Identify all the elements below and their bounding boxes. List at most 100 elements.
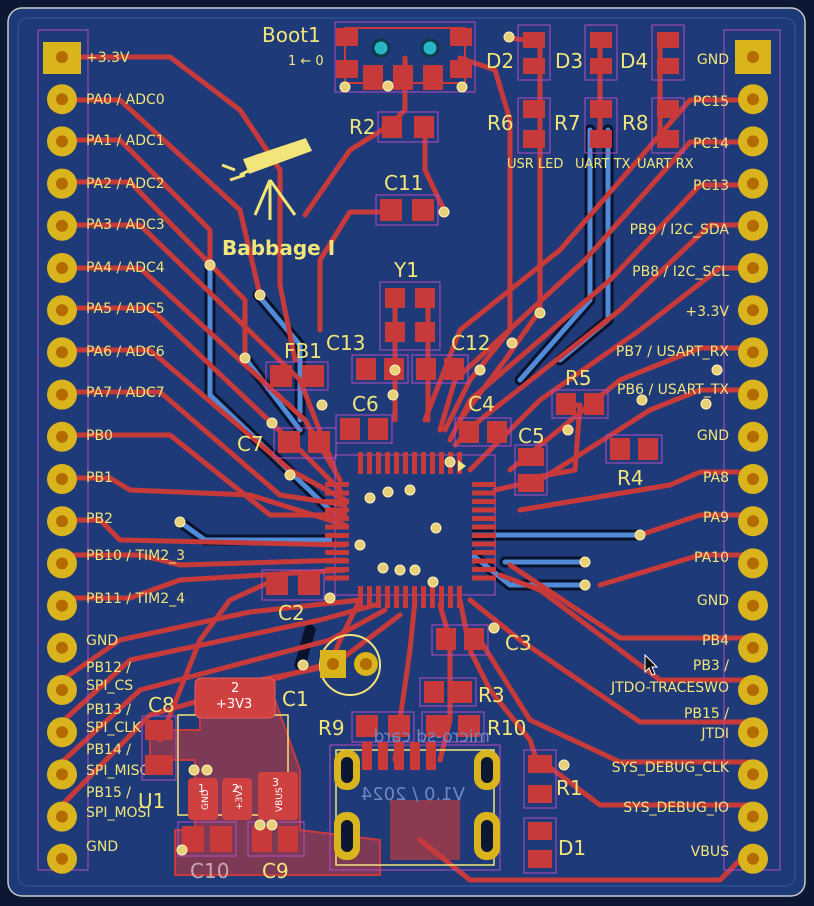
u1-tab-num: 2	[231, 681, 239, 696]
mcu-pin	[412, 452, 417, 474]
left-header-label: PA0 / ADC0	[86, 92, 165, 108]
uart-tx-label: UART TX	[575, 157, 631, 172]
c10-ref: C10	[190, 859, 229, 883]
header-pin-hole	[747, 852, 759, 865]
u1-pin1-num: 1	[198, 782, 205, 795]
left-header-label: PA6 / ADC6	[86, 344, 165, 360]
left-header-label: PA4 / ADC4	[86, 260, 165, 276]
header-pin-hole	[56, 177, 68, 190]
via	[364, 492, 376, 504]
header-pin-hole	[747, 473, 759, 485]
header-pin-hole	[747, 726, 759, 739]
c8-ref: C8	[148, 693, 175, 717]
mcu-pin	[325, 541, 349, 547]
right-header-label: JTDI	[700, 726, 729, 742]
via	[254, 819, 266, 831]
left-header-label: GND	[86, 633, 118, 649]
u1-pin3-num: 3	[272, 776, 279, 789]
via	[201, 764, 213, 776]
via	[636, 394, 648, 406]
via	[239, 352, 251, 364]
r10-ref: R10	[487, 716, 526, 740]
right-header-label: PB3 /	[693, 658, 729, 674]
boot-ref: Boot1	[262, 23, 321, 47]
left-header-label: SPI_CLK	[86, 720, 142, 736]
boot-switch	[334, 21, 476, 93]
left-header-label: PA1 / ADC1	[86, 133, 165, 149]
small-caps-mid	[273, 389, 663, 496]
header-pin-hole	[747, 262, 759, 274]
via	[254, 289, 266, 301]
via	[284, 469, 296, 481]
back-silk-1: micro-sd card	[374, 727, 490, 747]
r6-ref: R6	[487, 111, 514, 135]
u1-tab-name: +3V3	[216, 697, 252, 712]
mcu-pin	[472, 499, 496, 504]
header-pin-hole	[56, 346, 68, 359]
header-pin-hole	[56, 557, 68, 570]
u1-pin2-num: 2	[232, 782, 239, 795]
left-header-label: PA2 / ADC2	[86, 176, 165, 192]
c9-ref: C9	[262, 859, 289, 883]
mcu-pin	[439, 586, 444, 608]
mcu-pin	[325, 575, 349, 581]
mcu-pin	[367, 586, 372, 608]
mcu-pin	[325, 558, 349, 564]
r8-ref: R8	[622, 111, 649, 135]
left-header-label: PB0	[86, 428, 113, 444]
right-header-label: PB9 / I2C_SDA	[630, 222, 730, 238]
via	[562, 424, 574, 436]
header-pin-hole	[747, 93, 759, 106]
via	[394, 564, 406, 576]
r2-footprint	[377, 111, 439, 143]
mcu-pin	[472, 550, 496, 555]
header-pin-hole	[56, 599, 68, 612]
d3-ref: D3	[555, 49, 583, 73]
header-pin-hole	[56, 852, 68, 865]
mcu-pin	[325, 533, 349, 538]
mcu-pin	[439, 452, 444, 474]
right-header-label: PA10	[694, 550, 729, 566]
y1-crystal	[379, 281, 441, 351]
right-header-label: PC15	[693, 94, 729, 110]
mcu-pin	[421, 452, 426, 474]
header-pin-hole	[56, 219, 68, 232]
via	[438, 206, 450, 218]
header-pin-hole	[56, 515, 68, 528]
via	[382, 486, 394, 498]
mcu-pin	[358, 586, 363, 608]
mcu-pin	[325, 524, 349, 530]
via	[188, 764, 200, 776]
via	[266, 819, 278, 831]
header-pin-hole	[747, 599, 759, 612]
usb-connector	[329, 742, 501, 871]
header-pin-hole	[747, 51, 759, 63]
header-pin-hole	[747, 430, 759, 443]
header-pin-hole	[56, 51, 68, 63]
left-header-label: PB2	[86, 511, 113, 527]
mcu-pin	[325, 490, 349, 496]
right-header-pins	[738, 51, 768, 874]
header-pin-hole	[56, 726, 68, 739]
header-pin-hole	[56, 430, 68, 443]
mcu-pin	[394, 586, 399, 608]
right-header-label: PB7 / USART_RX	[616, 344, 730, 360]
header-pin-hole	[56, 684, 68, 696]
lower-caps	[261, 569, 489, 696]
y1-ref: Y1	[393, 258, 419, 282]
mcu-pin	[376, 452, 381, 474]
mcu-pin	[385, 586, 390, 608]
mcu-pin	[472, 558, 496, 564]
left-header-pins	[47, 51, 77, 874]
left-header-label: PB13 /	[86, 702, 131, 718]
usr-led-label: USR LED	[507, 157, 563, 172]
left-header-label: SPI_CS	[86, 678, 133, 694]
boot-hole-right-icon	[420, 38, 440, 58]
vias	[174, 31, 723, 856]
mcu-pin	[367, 452, 372, 474]
pin1-marker-icon	[458, 460, 466, 472]
header-pin-hole	[56, 304, 68, 317]
header-pin-hole	[747, 346, 759, 359]
d2-ref: D2	[486, 49, 514, 73]
